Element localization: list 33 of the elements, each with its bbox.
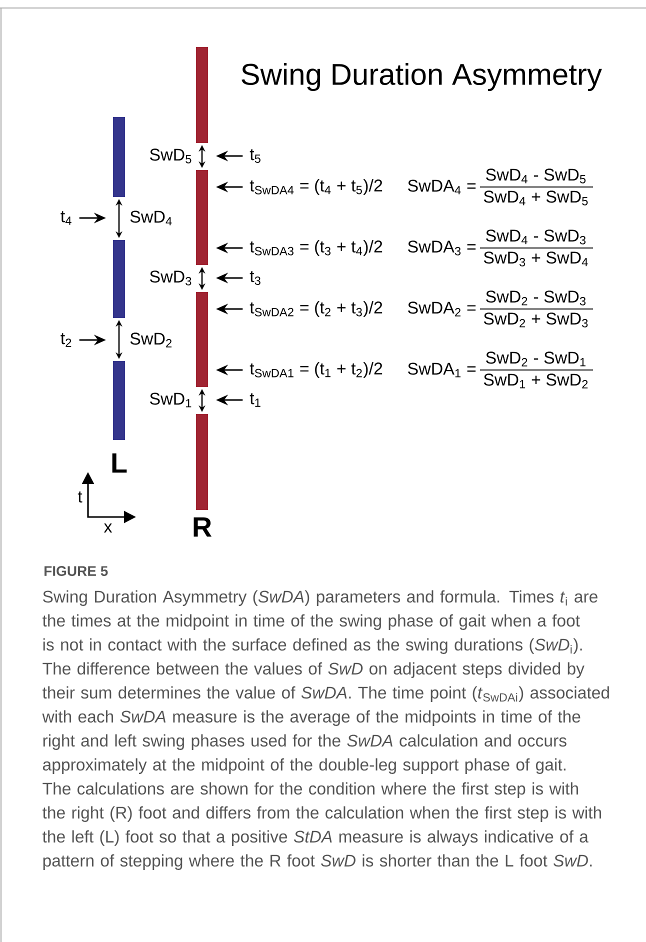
duration-label: SwD$_{1}$ (150, 392, 192, 408)
axis-label: x (104, 524, 112, 532)
numerator: SwD$_{4}$ - SwD$_{5}$ (486, 168, 586, 184)
time-label: t$_{SwDA1}$ = (t$_{1}$ + t$_{2}$)/2 (250, 362, 382, 378)
duration-label: SwD$_{2}$ (130, 332, 172, 348)
duration-label: SwD$_{3}$ (150, 270, 192, 286)
numerator: SwD$_{2}$ - SwD$_{3}$ (486, 290, 586, 306)
title: Swing Duration Asymmetry (242, 63, 602, 91)
leg-label: L (112, 453, 127, 473)
figure-number: FIGURE 5 (44, 566, 108, 576)
axis-label: t (78, 491, 82, 503)
denominator: SwD$_{3}$ + SwD$_{4}$ (484, 252, 588, 266)
time-label: t$_{1}$ (250, 393, 260, 407)
formula-label: SwDA$_{4}$ = (408, 180, 476, 194)
duration-label: SwD$_{4}$ (130, 210, 172, 226)
time-label: t$_{4}$ (60, 211, 72, 225)
leg-label: R (194, 517, 212, 537)
formula-label: SwDA$_{3}$ = (408, 240, 476, 256)
time-label: t$_{2}$ (60, 333, 72, 347)
denominator: SwD$_{1}$ + SwD$_{2}$ (484, 374, 588, 388)
caption-text: Swing Duration Asymmetry (SwDA) parameters and formula. Times t$_{i}$ are the times at the midpoint in time of the swing phase of gait when a foot is not in contact with the surface defined as the swing durations (SwD$_{i}$). The difference between the values of SwD on adjacent steps divided by their sum determines the value of SwDA. The time point (t$_{SwDAi}$) associated with each SwDA measure is the average of the midpoints in time of the right and left swing phases used for the SwDA calculation and occurs approximately at the midpoint of the double-leg support phase of gait. The calculations are shown for the condition where the first step is with the right (R) foot and differs from the calculation when the first step is with the left (L) foot so that a positive StDA measure is always indicative of a pattern of stepping where the R foot SwD is shorter than the L foot SwD. (42, 590, 609, 870)
time-label: t$_{SwDA4}$ = (t$_{4}$ + t$_{5}$)/2 (250, 179, 382, 195)
denominator: SwD$_{4}$ + SwD$_{5}$ (484, 190, 588, 206)
time-label: t$_{5}$ (250, 149, 260, 163)
denominator: SwD$_{2}$ + SwD$_{3}$ (484, 312, 588, 328)
duration-label: SwD$_{5}$ (150, 148, 192, 164)
time-label: t$_{SwDA3}$ = (t$_{3}$ + t$_{4}$)/2 (250, 240, 382, 256)
time-label: t$_{SwDA2}$ = (t$_{2}$ + t$_{3}$)/2 (250, 301, 382, 317)
formula-label: SwDA$_{1}$ = (408, 362, 476, 378)
formula-label: SwDA$_{2}$ = (408, 302, 476, 316)
numerator: SwD$_{4}$ - SwD$_{3}$ (486, 230, 586, 244)
numerator: SwD$_{2}$ - SwD$_{1}$ (486, 352, 586, 366)
time-label: t$_{3}$ (250, 271, 260, 285)
